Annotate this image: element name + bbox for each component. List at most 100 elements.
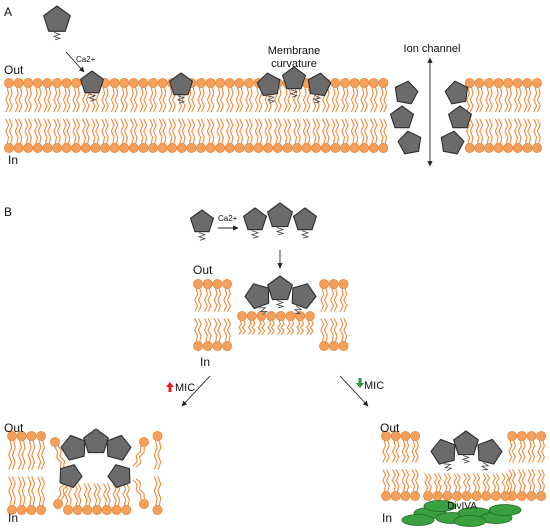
divIVA-ellipse xyxy=(488,504,522,516)
lipid-head xyxy=(82,505,93,515)
lipid xyxy=(359,118,370,153)
lipid xyxy=(512,78,523,113)
protein-pentagon xyxy=(397,130,422,155)
lipid xyxy=(390,431,401,463)
lipid-head xyxy=(196,78,206,88)
lipid xyxy=(536,431,547,463)
mic-up-label: MIC xyxy=(175,382,195,394)
lipid xyxy=(52,78,62,113)
lipid xyxy=(503,118,514,153)
lipid-head xyxy=(340,143,350,153)
lipid-head xyxy=(121,505,132,515)
lipid xyxy=(193,318,203,351)
lipid xyxy=(100,118,110,153)
lipid-head xyxy=(100,143,110,153)
lipid-head xyxy=(13,143,24,153)
lipid-head xyxy=(474,143,485,153)
lipid-head xyxy=(205,143,216,153)
lipid-head xyxy=(246,311,257,321)
spring-linker xyxy=(197,232,207,241)
lipid-head xyxy=(23,78,34,88)
lipid-head xyxy=(359,78,370,88)
lipid xyxy=(536,469,547,501)
lipid-head xyxy=(282,143,293,153)
lipid xyxy=(338,318,349,351)
lipid-head xyxy=(222,341,232,351)
lipid-head xyxy=(330,78,341,88)
lipid xyxy=(461,473,472,501)
lipid xyxy=(138,118,149,153)
lipid-head xyxy=(368,78,379,88)
lipid-head xyxy=(61,143,72,153)
lipid xyxy=(119,118,130,153)
lipid-head xyxy=(301,143,312,153)
lipid xyxy=(452,473,462,501)
protein-pentagon xyxy=(448,105,472,129)
lipid xyxy=(157,118,168,153)
lipid-head xyxy=(193,279,203,289)
mic-up-arrow-line xyxy=(181,375,211,407)
lipid-head xyxy=(493,143,504,153)
protein-pentagon xyxy=(106,434,132,461)
lipid xyxy=(42,118,53,153)
lipid-head xyxy=(319,341,329,351)
lipid-head xyxy=(234,143,245,153)
lipid-head xyxy=(128,143,139,153)
lipid xyxy=(500,473,511,501)
protein-pentagon xyxy=(394,80,419,105)
lipid xyxy=(400,431,411,463)
lipid-head xyxy=(452,491,462,501)
lipid xyxy=(237,311,247,335)
lipid-head xyxy=(148,78,158,88)
lipid xyxy=(516,469,527,501)
spring-linker xyxy=(266,95,276,104)
lipid-head xyxy=(222,279,232,289)
lipid xyxy=(244,78,254,113)
panel-b-ca-label: Ca2+ xyxy=(218,214,238,223)
divIVA-ellipse xyxy=(423,500,457,512)
lipid-head xyxy=(128,78,139,88)
lipid-head xyxy=(338,279,349,289)
lipid-head xyxy=(490,491,501,501)
lipid-head xyxy=(263,143,274,153)
lipid-head xyxy=(320,143,331,153)
lipid xyxy=(522,118,533,153)
lipid xyxy=(16,431,27,470)
lipid-head xyxy=(432,491,443,501)
lipid xyxy=(493,118,504,153)
lipid-head xyxy=(152,431,163,441)
lipid-head xyxy=(152,505,163,515)
lipid-head xyxy=(196,143,206,153)
panel-a-ca-label: Ca2+ xyxy=(76,55,96,64)
lipid xyxy=(4,118,14,153)
tilted-lipid xyxy=(132,478,149,509)
lipid xyxy=(244,118,254,153)
spring-linker xyxy=(312,94,322,104)
spring-linker xyxy=(52,31,62,41)
lipid xyxy=(132,478,149,509)
lipid-head xyxy=(42,78,53,88)
lipid-head xyxy=(32,143,43,153)
lipid-head xyxy=(512,78,523,88)
lipid-head xyxy=(359,143,370,153)
lipid xyxy=(148,78,158,113)
lipid xyxy=(368,78,379,113)
protein-pentagon xyxy=(244,283,270,315)
lipid-head xyxy=(410,491,420,501)
lipid xyxy=(4,78,14,113)
spring-linker xyxy=(461,455,471,464)
lipid xyxy=(196,118,206,153)
panel-b-left-in-label: In xyxy=(8,511,18,525)
divIVA-ellipse xyxy=(401,514,435,526)
lipid xyxy=(224,118,235,153)
lipid-head xyxy=(234,78,245,88)
mic-down-label: MIC xyxy=(364,380,384,392)
lipid-head xyxy=(212,279,223,289)
lipid-head xyxy=(266,311,276,321)
lipid xyxy=(516,431,527,463)
lipid xyxy=(152,431,163,470)
lipid xyxy=(42,78,53,113)
lipid xyxy=(128,78,139,113)
lipid xyxy=(50,437,66,469)
lipid-head xyxy=(202,341,213,351)
